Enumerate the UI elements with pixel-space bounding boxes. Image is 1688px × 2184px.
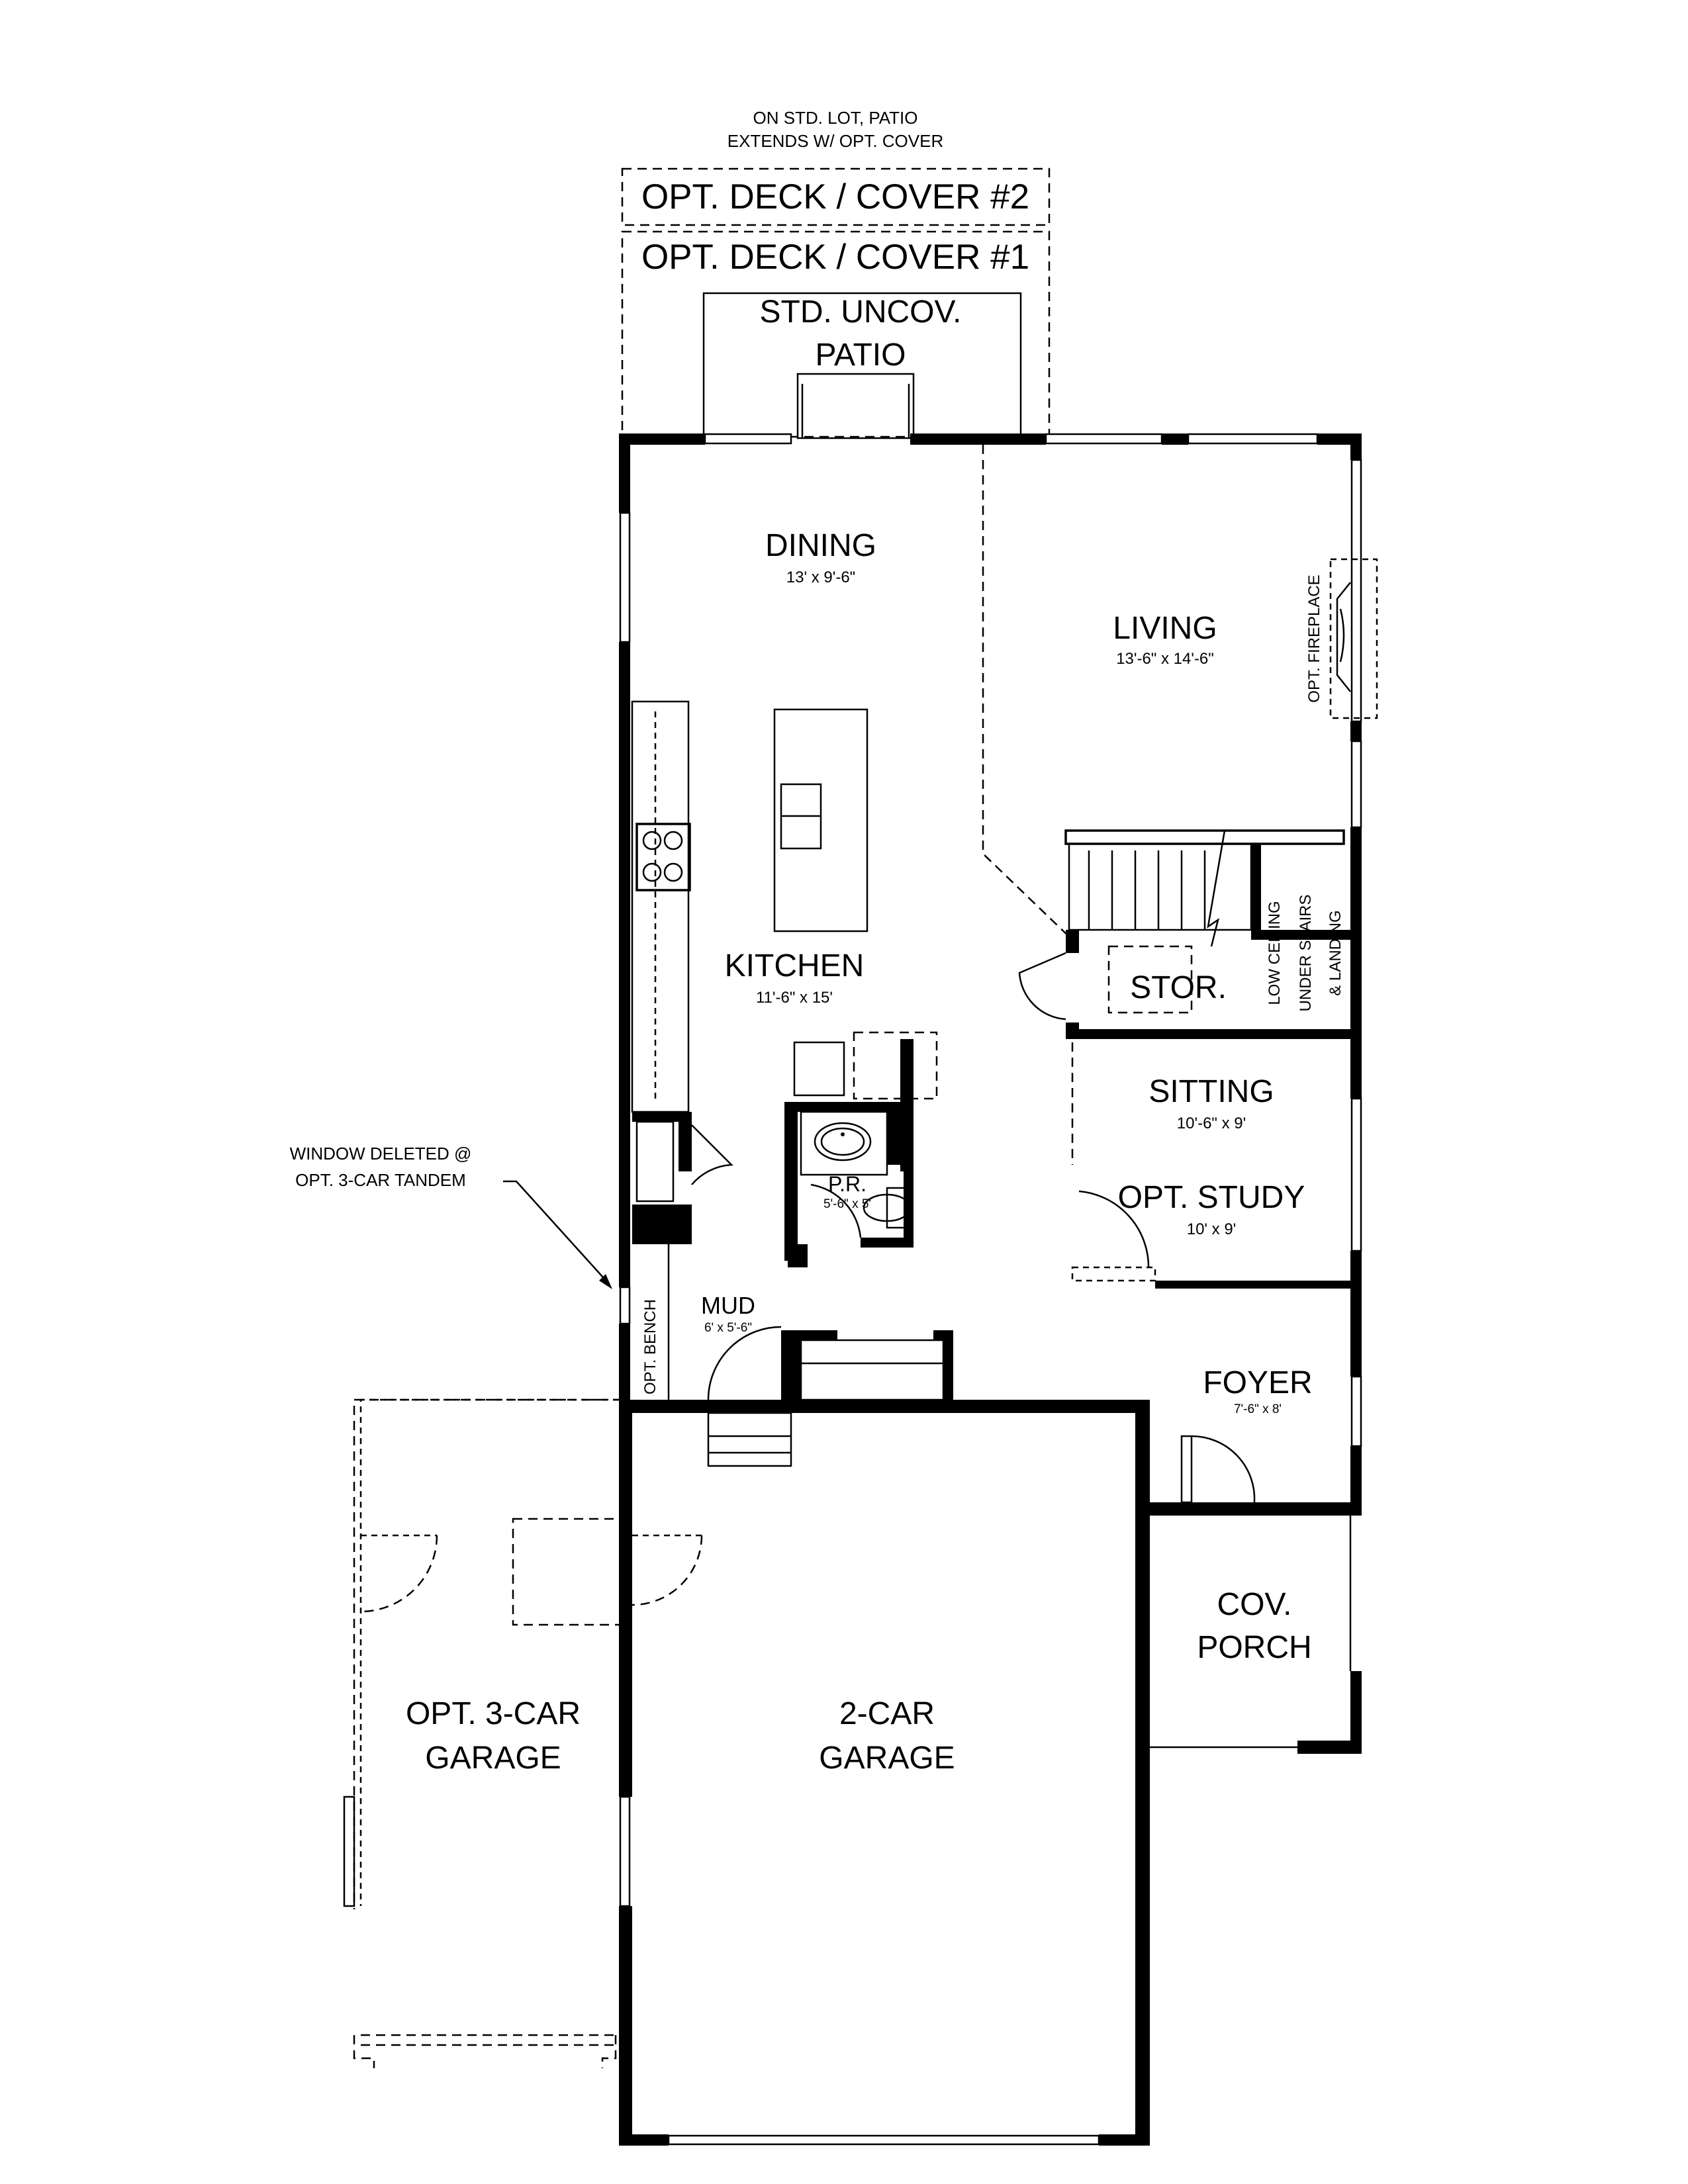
kitchen-name: KITCHEN bbox=[725, 948, 865, 983]
deck-cover-1-outline bbox=[621, 230, 1051, 438]
mud-room bbox=[667, 1244, 953, 1410]
windows bbox=[619, 433, 1362, 2146]
patio-outline bbox=[702, 292, 1022, 439]
stairs bbox=[1018, 829, 1350, 1039]
sitting-name: SITTING bbox=[1149, 1074, 1274, 1109]
deck-cover-2-label: OPT. DECK / COVER #2 bbox=[641, 177, 1029, 216]
powder-dims: 5'-6" x 5' bbox=[823, 1197, 871, 1211]
mud-name: MUD bbox=[701, 1292, 755, 1319]
deck-cover-2-outline bbox=[621, 167, 1051, 226]
deleted-window bbox=[619, 1286, 631, 1325]
low-ceiling-line3: & LANDING bbox=[1327, 910, 1344, 995]
patio-note-line2: EXTENDS W/ OPT. COVER bbox=[727, 131, 944, 151]
dining-living-divider bbox=[982, 445, 1073, 940]
garage-opt-line2: GARAGE bbox=[425, 1741, 561, 1776]
kitchen-counter bbox=[631, 700, 691, 1113]
garage-line2: GARAGE bbox=[819, 1741, 955, 1776]
low-ceiling-line2: UNDER STAIRS bbox=[1297, 895, 1315, 1012]
fireplace-label: OPT. FIREPLACE bbox=[1305, 574, 1323, 702]
storage-label: STOR. bbox=[1130, 970, 1227, 1005]
exterior-walls bbox=[619, 433, 1362, 2146]
sitting-dims: 10'-6" x 9' bbox=[1177, 1115, 1246, 1132]
kitchen-island bbox=[773, 708, 868, 933]
window-note-line2: OPT. 3-CAR TANDEM bbox=[295, 1170, 466, 1190]
fireplace bbox=[1329, 558, 1378, 719]
porch-label-line2: PORCH bbox=[1197, 1630, 1311, 1665]
study-outline bbox=[1071, 1042, 1350, 1289]
foyer-name: FOYER bbox=[1203, 1365, 1312, 1400]
living-dims: 13'-6" x 14'-6" bbox=[1116, 650, 1214, 668]
patio-note-line1: ON STD. LOT, PATIO bbox=[753, 108, 918, 128]
window-note-arrow bbox=[503, 1180, 612, 1289]
garage-opt-line1: OPT. 3-CAR bbox=[406, 1696, 581, 1731]
garage-line1: 2-CAR bbox=[839, 1696, 935, 1731]
dining-dims: 13' x 9'-6" bbox=[786, 569, 855, 586]
garage-steps bbox=[707, 1412, 792, 1467]
powder-room bbox=[784, 1031, 938, 1267]
storage bbox=[1107, 945, 1193, 1014]
bench-label: OPT. BENCH bbox=[641, 1299, 659, 1394]
powder-name: P.R. bbox=[828, 1172, 867, 1196]
patio-label-line2: PATIO bbox=[816, 338, 906, 373]
study-dims: 10' x 9' bbox=[1187, 1220, 1237, 1238]
pantry bbox=[632, 1112, 733, 1244]
foyer-dims: 7'-6" x 8' bbox=[1234, 1402, 1282, 1416]
porch-label-line1: COV. bbox=[1217, 1587, 1292, 1622]
window-note-line1: WINDOW DELETED @ bbox=[290, 1144, 472, 1163]
foyer-door bbox=[1180, 1435, 1256, 1516]
living-name: LIVING bbox=[1113, 611, 1217, 646]
porch-outline bbox=[1150, 1516, 1352, 1749]
study-name: OPT. STUDY bbox=[1118, 1180, 1305, 1215]
garage-opt-outline bbox=[343, 1398, 703, 2068]
mud-dims: 6' x 5'-6" bbox=[704, 1321, 752, 1335]
dining-name: DINING bbox=[765, 528, 876, 563]
deck-cover-1-label: OPT. DECK / COVER #1 bbox=[641, 238, 1029, 277]
patio-label-line1: STD. UNCOV. bbox=[760, 295, 962, 330]
kitchen-dims: 11'-6" x 15' bbox=[756, 989, 833, 1007]
low-ceiling-line1: LOW CEILING bbox=[1266, 901, 1284, 1005]
